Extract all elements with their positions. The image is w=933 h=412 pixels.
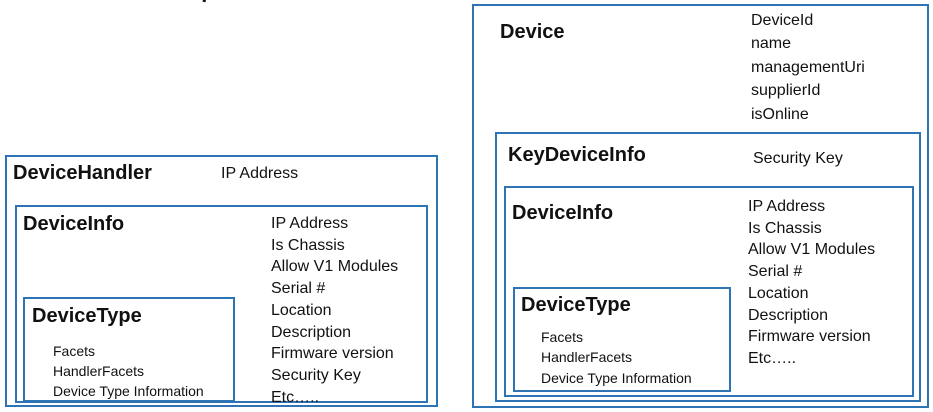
left-device-type-title: DeviceType xyxy=(32,305,142,327)
attribute: IP Address xyxy=(748,198,826,215)
key-device-info-title: KeyDeviceInfo xyxy=(508,144,646,166)
left-device-type-box: DeviceType Facets HandlerFacets Device T… xyxy=(23,297,235,402)
device-handler-title: DeviceHandler xyxy=(13,162,152,184)
attribute: Allow V1 Modules xyxy=(748,241,876,259)
attribute: HandlerFacets xyxy=(541,349,633,366)
attribute: Serial # xyxy=(748,263,803,281)
attribute: Firmware version xyxy=(271,345,394,363)
attribute: managementUri xyxy=(751,58,865,76)
attribute: Location xyxy=(271,301,332,319)
right-device-info-attributes: IP Address Is Chassis Allow V1 Modules S… xyxy=(748,196,875,370)
attribute: Firmware version xyxy=(748,328,871,346)
right-device-type-title: DeviceType xyxy=(521,294,631,316)
attribute: Location xyxy=(748,284,809,302)
attribute: Etc….. xyxy=(748,349,797,367)
device-handler-ip-address: IP Address xyxy=(221,165,299,182)
attribute: Serial # xyxy=(271,280,326,298)
attribute: HandlerFacets xyxy=(53,362,145,379)
right-device-type-box: DeviceType Facets HandlerFacets Device T… xyxy=(513,287,731,392)
attribute: Is Chassis xyxy=(271,236,345,254)
attribute: name xyxy=(751,35,792,53)
left-device-info-box: DeviceInfo IP Address Is Chassis Allow V… xyxy=(15,205,428,406)
right-device-info-title: DeviceInfo xyxy=(512,202,614,224)
attribute: IP Address xyxy=(271,215,349,232)
attribute: Description xyxy=(271,323,352,341)
right-device-type-attributes: Facets HandlerFacets Device Type Informa… xyxy=(541,327,692,388)
attribute: Etc….. xyxy=(271,388,320,406)
device-attributes: DeviceId name managementUri supplierId i… xyxy=(751,9,865,126)
right-device-info-box: DeviceInfo IP Address Is Chassis Allow V… xyxy=(504,186,914,397)
attribute: Device Type Information xyxy=(53,382,204,399)
device-handler-box: DeviceHandler IP Address DeviceInfo IP A… xyxy=(5,155,438,407)
attribute: Security Key xyxy=(271,366,361,384)
device-title: Device xyxy=(500,21,565,43)
attribute: Facets xyxy=(53,343,96,359)
key-device-info-security-key: Security Key xyxy=(753,150,843,167)
left-device-type-attributes: Facets HandlerFacets Device Type Informa… xyxy=(53,342,204,401)
attribute: Description xyxy=(748,306,829,324)
attribute: isOnline xyxy=(751,105,809,123)
attribute: Facets xyxy=(541,329,584,345)
device-box: Device DeviceId name managementUri suppl… xyxy=(472,4,929,408)
attribute: DeviceId xyxy=(751,12,814,29)
key-device-info-box: KeyDeviceInfo Security Key DeviceInfo IP… xyxy=(495,132,921,402)
cropped-text-fragment xyxy=(160,0,225,4)
attribute: Is Chassis xyxy=(748,219,822,237)
left-device-info-attributes: IP Address Is Chassis Allow V1 Modules S… xyxy=(271,213,398,408)
left-device-info-title: DeviceInfo xyxy=(23,213,125,235)
attribute: Device Type Information xyxy=(541,369,692,386)
attribute: supplierId xyxy=(751,82,821,100)
attribute: Allow V1 Modules xyxy=(271,258,399,276)
